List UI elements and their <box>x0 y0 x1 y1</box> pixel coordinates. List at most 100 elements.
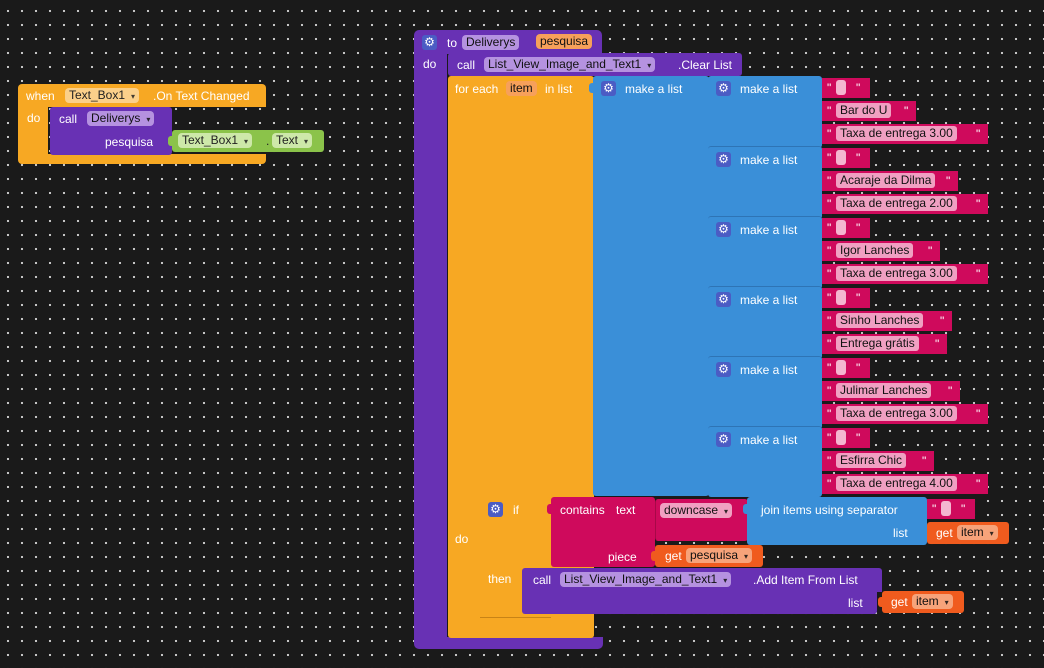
add-item-call-block[interactable]: call List_View_Image_and_Text1▾ .Add Ite… <box>522 568 882 614</box>
string-block-fee-3[interactable]: " Taxa de entrega 3.00 " <box>822 264 988 284</box>
gear-icon[interactable]: ⚙ <box>601 81 616 96</box>
string-block-fee-5[interactable]: " Taxa de entrega 3.00 " <box>822 404 988 424</box>
string-block-name-6[interactable]: " Esfirra Chic " <box>822 451 934 471</box>
get-pesquisa-block[interactable]: get pesquisa▾ <box>651 545 763 567</box>
string-block-fee-2[interactable]: " Taxa de entrega 2.00 " <box>822 194 988 214</box>
quote-mark: " <box>961 502 966 516</box>
contains-text-block[interactable]: contains text piece <box>547 497 655 567</box>
string-value[interactable]: Julimar Lanches <box>836 383 932 398</box>
event-component-dropdown[interactable]: Text_Box1▾ <box>65 88 140 103</box>
quote-mark: " <box>856 361 861 375</box>
string-block-name-5[interactable]: " Julimar Lanches " <box>822 381 960 401</box>
gear-icon[interactable]: ⚙ <box>488 502 503 517</box>
string-value[interactable]: Taxa de entrega 2.00 <box>836 196 957 211</box>
quote-mark: " <box>976 267 981 281</box>
string-block-name-2[interactable]: " Acaraje da Dilma " <box>822 171 958 191</box>
call-label: call <box>533 573 552 587</box>
chevron-down-icon: ▾ <box>944 598 949 607</box>
make-a-list-label: make a list <box>740 293 798 307</box>
string-block-name-1[interactable]: " Bar do U " <box>822 101 916 121</box>
inner-make-a-list-1[interactable]: ⚙ make a list <box>704 76 822 148</box>
get-var-label: item <box>916 594 939 608</box>
event-block-text-changed[interactable]: when Text_Box1▾ .On Text Changed do call… <box>18 84 324 164</box>
get-item-block-join[interactable]: get item▾ <box>927 522 1009 544</box>
inner-make-a-list-4[interactable]: ⚙ make a list <box>704 286 822 359</box>
get-var-dropdown[interactable]: pesquisa▾ <box>686 548 753 563</box>
if-label: if <box>513 503 519 517</box>
string-block-fee-4[interactable]: " Entrega grátis " <box>822 334 947 354</box>
procedure-param[interactable]: pesquisa <box>536 34 593 49</box>
gear-icon[interactable]: ⚙ <box>422 35 437 50</box>
string-value[interactable] <box>941 501 951 516</box>
string-value[interactable] <box>836 80 846 95</box>
string-block-fee-6[interactable]: " Taxa de entrega 4.00 " <box>822 474 988 494</box>
string-value[interactable]: Igor Lanches <box>836 243 914 258</box>
downcase-dropdown[interactable]: downcase▾ <box>660 503 733 518</box>
quote-mark: " <box>932 502 937 516</box>
string-block-image-4[interactable]: " " <box>822 288 870 308</box>
gear-icon[interactable]: ⚙ <box>716 81 731 96</box>
quote-mark: " <box>827 81 832 95</box>
socket-connector <box>168 136 173 146</box>
string-value[interactable]: Entrega grátis <box>836 336 919 351</box>
call-deliverys-block[interactable]: call Deliverys▾ pesquisa <box>50 107 172 155</box>
socket-connector <box>589 83 594 93</box>
string-block-fee-1[interactable]: " Taxa de entrega 3.00 " <box>822 124 988 144</box>
getter-component-dropdown[interactable]: Text_Box1▾ <box>178 133 253 148</box>
get-item-block-add[interactable]: get item▾ <box>878 591 964 613</box>
socket-connector <box>704 364 709 374</box>
string-value[interactable]: Taxa de entrega 4.00 <box>836 476 957 491</box>
string-value[interactable]: Taxa de entrega 3.00 <box>836 126 957 141</box>
inner-make-a-list-6[interactable]: ⚙ make a list <box>704 426 822 497</box>
chevron-down-icon: ▾ <box>304 137 309 146</box>
string-value[interactable]: Esfirra Chic <box>836 453 907 468</box>
string-value[interactable]: Taxa de entrega 3.00 <box>836 266 957 281</box>
get-var-dropdown[interactable]: item▾ <box>957 525 998 540</box>
socket-connector <box>704 154 709 164</box>
string-value[interactable] <box>836 150 846 165</box>
inner-make-a-list-3[interactable]: ⚙ make a list <box>704 216 822 289</box>
string-value[interactable] <box>836 360 846 375</box>
string-block-image-1[interactable]: " " <box>822 78 870 98</box>
make-a-list-label: make a list <box>740 363 798 377</box>
outer-make-a-list-block[interactable]: ⚙ make a list <box>589 76 709 496</box>
separator-string-block[interactable]: " " <box>927 499 975 519</box>
add-component-dropdown[interactable]: List_View_Image_and_Text1▾ <box>560 572 732 587</box>
for-each-var[interactable]: item <box>506 81 537 96</box>
procedure-dropdown[interactable]: Deliverys▾ <box>87 111 155 126</box>
for-each-label: for each <box>455 82 499 96</box>
procedure-name: Deliverys <box>91 111 141 125</box>
string-value[interactable] <box>836 220 846 235</box>
gear-icon[interactable]: ⚙ <box>716 432 731 447</box>
string-block-image-6[interactable]: " " <box>822 428 870 448</box>
string-block-name-4[interactable]: " Sinho Lanches " <box>822 311 952 331</box>
inner-make-a-list-5[interactable]: ⚙ make a list <box>704 356 822 429</box>
string-block-image-2[interactable]: " " <box>822 148 870 168</box>
inner-make-a-list-2[interactable]: ⚙ make a list <box>704 146 822 219</box>
string-block-name-3[interactable]: " Igor Lanches " <box>822 241 940 261</box>
add-list-label: list <box>848 596 863 610</box>
procedure-name-field[interactable]: Deliverys <box>462 35 520 50</box>
string-value[interactable]: Acaraje da Dilma <box>836 173 936 188</box>
downcase-block[interactable]: downcase▾ <box>655 499 748 541</box>
get-var-dropdown[interactable]: item ▾ <box>912 594 953 609</box>
join-items-block[interactable]: join items using separator list <box>743 497 927 545</box>
string-value[interactable] <box>836 290 846 305</box>
string-block-image-3[interactable]: " " <box>822 218 870 238</box>
string-block-image-5[interactable]: " " <box>822 358 870 378</box>
string-value[interactable]: Sinho Lanches <box>836 313 924 328</box>
clear-method-label: .Clear List <box>678 58 733 72</box>
procedure-block-deliverys[interactable]: ⚙ to Deliverys pesquisa do call List_Vie… <box>414 30 1014 650</box>
gear-icon[interactable]: ⚙ <box>716 362 731 377</box>
string-value[interactable]: Taxa de entrega 3.00 <box>836 406 957 421</box>
string-value[interactable] <box>836 430 846 445</box>
getter-property-dropdown[interactable]: Text▾ <box>272 133 313 148</box>
clear-list-call-block[interactable]: call List_View_Image_and_Text1▾ .Clear L… <box>448 53 742 76</box>
gear-icon[interactable]: ⚙ <box>716 152 731 167</box>
quote-mark: " <box>827 407 832 421</box>
string-value[interactable]: Bar do U <box>836 103 892 118</box>
clear-component-dropdown[interactable]: List_View_Image_and_Text1▾ <box>484 57 656 72</box>
textbox-text-getter[interactable]: Text_Box1▾ . Text▾ <box>168 130 324 152</box>
gear-icon[interactable]: ⚙ <box>716 222 731 237</box>
gear-icon[interactable]: ⚙ <box>716 292 731 307</box>
